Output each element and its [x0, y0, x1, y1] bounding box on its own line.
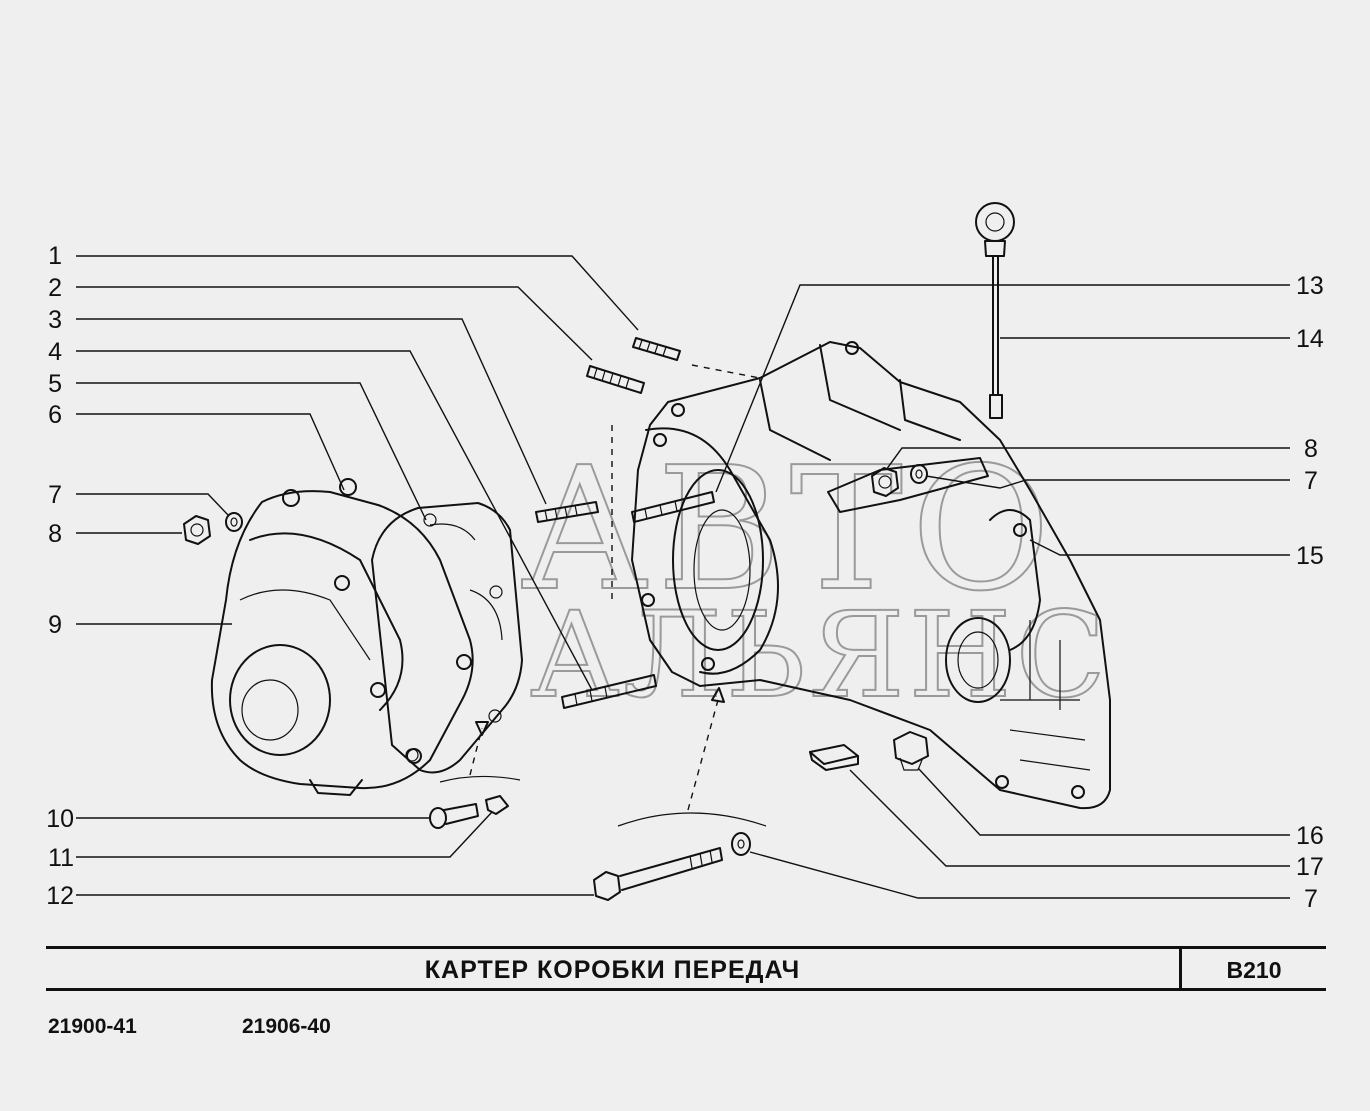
- watermark-line1: АВТО: [520, 431, 1058, 629]
- callout-17: 17: [1296, 853, 1324, 881]
- callout-6: 6: [48, 401, 62, 429]
- part-stud-2: [586, 365, 645, 394]
- part-nut-8-left: [183, 515, 211, 545]
- part-washer-7-right: [910, 464, 928, 484]
- callout-16: 16: [1296, 822, 1324, 850]
- callout-11: 11: [48, 844, 74, 872]
- assembly-guides: [439, 364, 767, 827]
- callout-7-bottom: 7: [1304, 885, 1318, 913]
- part-nut-8-right: [871, 467, 899, 497]
- part-dipstick: [975, 202, 1015, 419]
- callouts-right: 13 14 8 7 15 16 17 7: [1296, 272, 1324, 913]
- title-block: КАРТЕР КОРОБКИ ПЕРЕДАЧ B210: [46, 946, 1326, 991]
- callout-10: 10: [46, 805, 74, 833]
- callout-8-right: 8: [1304, 435, 1318, 463]
- leader-lines: [76, 255, 1290, 899]
- part-stud-1: [632, 337, 681, 361]
- part-plug-16: [893, 731, 929, 771]
- part-stud-lower: [561, 674, 657, 709]
- sheet-code: B210: [1226, 957, 1282, 983]
- model-number-2: 21906-40: [242, 1015, 331, 1038]
- callout-4: 4: [48, 338, 62, 366]
- callout-12: 12: [46, 882, 74, 910]
- callout-8-left: 8: [48, 520, 62, 548]
- callout-15: 15: [1296, 542, 1324, 570]
- part-gasket-5: [371, 502, 523, 774]
- callouts-left: 1 2 3 4 5 6 7 8 9 10 11 12: [46, 242, 74, 910]
- page-title: КАРТЕР КОРОБКИ ПЕРЕДАЧ: [424, 956, 801, 984]
- part-magnet-17: [809, 744, 859, 771]
- callout-14: 14: [1296, 325, 1324, 353]
- title-divider: [1179, 949, 1182, 988]
- part-clip-11: [485, 795, 509, 815]
- part-washer-7-bottom: [731, 832, 751, 856]
- callout-1: 1: [48, 242, 62, 270]
- callout-3: 3: [48, 306, 62, 334]
- part-bolt-12: [593, 847, 723, 901]
- part-cover: [210, 478, 474, 796]
- callout-7-left: 7: [48, 481, 62, 509]
- part-housing: [631, 341, 1111, 810]
- callout-2: 2: [48, 274, 62, 302]
- part-stud-3: [535, 501, 599, 523]
- part-washer-7-left: [225, 512, 243, 532]
- model-number-1: 21900-41: [48, 1015, 137, 1038]
- callout-7-right: 7: [1304, 467, 1318, 495]
- watermark-line2: АЛЬЯНС: [530, 586, 1110, 724]
- callout-9: 9: [48, 611, 62, 639]
- callout-13: 13: [1296, 272, 1324, 300]
- callout-5: 5: [48, 370, 62, 398]
- part-bolt-10: [429, 803, 479, 829]
